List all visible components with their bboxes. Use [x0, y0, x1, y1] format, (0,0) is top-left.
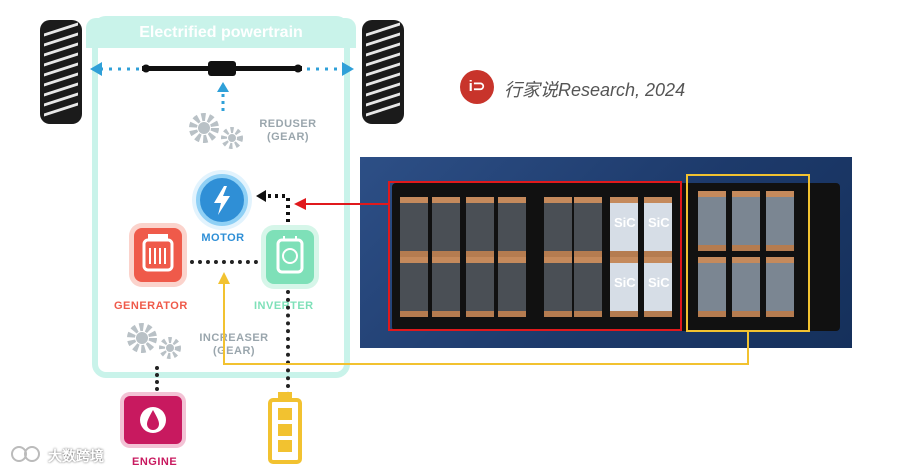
reducer-gear-icon [189, 113, 243, 149]
increaser-label: INCREASER [199, 332, 269, 344]
red-arrow [294, 198, 390, 210]
inverter-label: INVERTER [254, 300, 314, 312]
up-arrow-icon [217, 82, 229, 112]
powertrain-title: Electrified powertrain [86, 18, 356, 48]
generator-icon [134, 228, 182, 282]
motor-icon [196, 174, 248, 226]
increaser-gear-icon [127, 323, 181, 359]
yellow-connector [218, 272, 749, 365]
battery-connector [286, 290, 290, 396]
inverter-icon [266, 230, 314, 284]
generator-inverter-connector [190, 260, 258, 264]
sic-label-4: SiC [648, 275, 670, 290]
watermark-logo-icon [11, 446, 40, 462]
sic-label-2: SiC [648, 215, 670, 230]
inverter-motor-connector [256, 190, 290, 226]
engine-icon [124, 396, 182, 444]
sic-label-3: SiC [614, 275, 636, 290]
brand-logo-icon: i⊃ [460, 70, 494, 104]
watermark: 大数跨境 [48, 448, 104, 464]
axle-diagram [90, 61, 354, 76]
generator-label: GENERATOR [114, 300, 188, 312]
sic-module-highlight [686, 174, 810, 332]
engine-label: ENGINE [132, 456, 178, 468]
battery-icon [268, 398, 302, 464]
sic-label-1: SiC [614, 215, 636, 230]
power-module-photo: SiC SiC SiC SiC [360, 157, 852, 348]
motor-label: MOTOR [201, 232, 245, 244]
reducer-sub-label: (GEAR) [266, 131, 310, 143]
silicon-module-highlight [388, 181, 682, 331]
brand-text: 行家说Research, 2024 [504, 80, 686, 100]
right-tire-icon [362, 20, 404, 124]
reducer-label: REDUSER [259, 118, 317, 130]
engine-connector [155, 366, 159, 398]
left-tire-icon [40, 20, 82, 124]
